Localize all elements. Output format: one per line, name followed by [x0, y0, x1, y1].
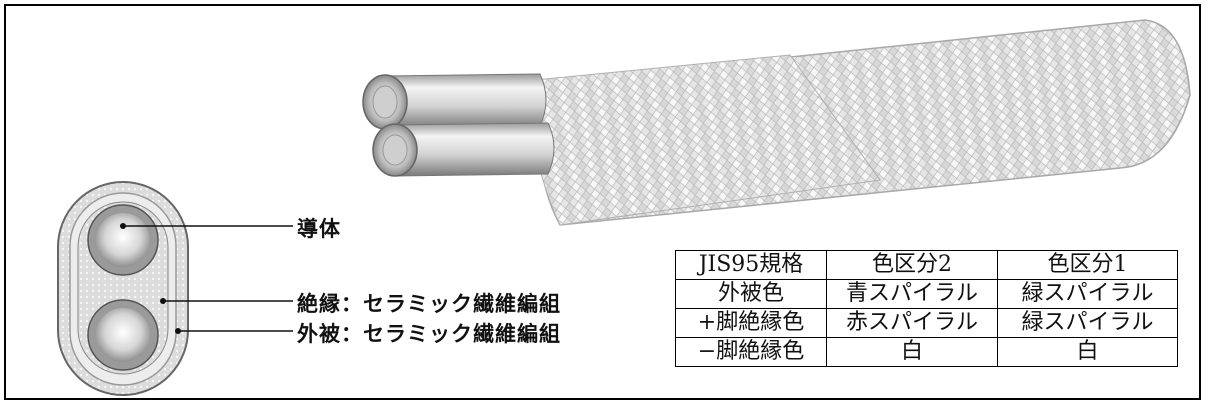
conductor-rods	[362, 73, 555, 177]
cross-section	[57, 181, 189, 396]
table-cell: 白	[826, 337, 998, 367]
table-cell: 外被色	[675, 279, 827, 309]
table-header-cell: JIS95規格	[675, 250, 827, 280]
table-row: 外被色 青スパイラル 緑スパイラル	[675, 279, 1178, 309]
table-row: +脚絶縁色 赤スパイラル 緑スパイラル	[675, 308, 1178, 338]
table-cell: −脚絶縁色	[675, 337, 827, 367]
table-cell: 赤スパイラル	[826, 308, 998, 338]
label-conductor: 導体	[297, 217, 341, 241]
table-cell: 青スパイラル	[826, 279, 998, 309]
color-spec-table: JIS95規格 色区分2 色区分1 外被色 青スパイラル 緑スパイラル +脚絶縁…	[675, 250, 1178, 367]
leader-lines	[123, 225, 293, 332]
table-header-row: JIS95規格 色区分2 色区分1	[675, 250, 1178, 280]
table-cell: 緑スパイラル	[997, 308, 1178, 338]
table-header-cell: 色区分1	[997, 250, 1178, 280]
table-cell: 白	[997, 337, 1178, 367]
table-cell: +脚絶縁色	[675, 308, 827, 338]
label-insulation: 絶縁：セラミック繊維編組	[297, 292, 561, 316]
label-sheath: 外被：セラミック繊維編組	[297, 322, 561, 346]
table-cell: 緑スパイラル	[997, 279, 1178, 309]
table-header-cell: 色区分2	[826, 250, 998, 280]
table-row: −脚絶縁色 白 白	[675, 337, 1178, 367]
